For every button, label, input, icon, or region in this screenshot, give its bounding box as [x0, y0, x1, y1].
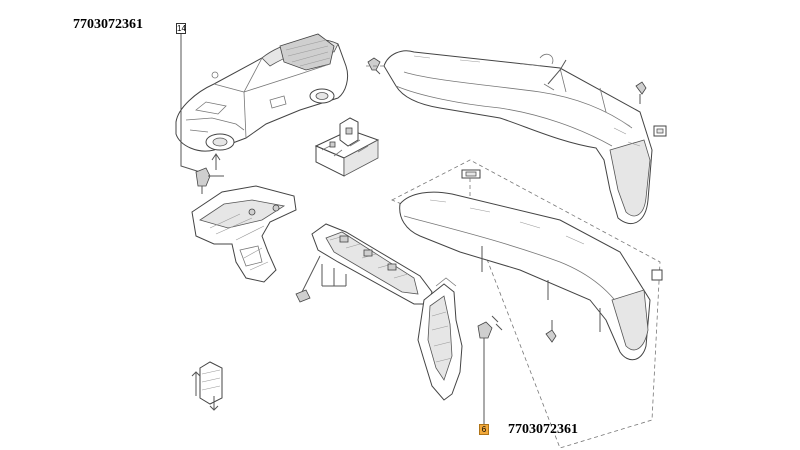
orientation-symbol [191, 361, 223, 411]
energy-absorber-illustration [295, 223, 433, 305]
left-bumper-bracket-illustration [191, 185, 297, 283]
callout-6-leader [477, 315, 503, 424]
part-number-bottom[interactable]: 7703072361 [508, 422, 578, 437]
lower-bumper-illustration [391, 159, 663, 449]
part-number-top[interactable]: 7703072361 [73, 17, 143, 32]
leader-lines [364, 65, 471, 196]
callout-6-badge[interactable]: 6 [479, 424, 489, 435]
vehicle-illustration [175, 33, 349, 152]
fastener-kit-illustration [314, 117, 380, 177]
callout-14-leader [180, 34, 224, 194]
clip-top-illustration [367, 57, 381, 75]
rear-bumper-cover-illustration [383, 50, 667, 224]
callout-14-badge[interactable]: 14 [176, 23, 186, 34]
right-bumper-bracket-illustration [417, 277, 463, 401]
